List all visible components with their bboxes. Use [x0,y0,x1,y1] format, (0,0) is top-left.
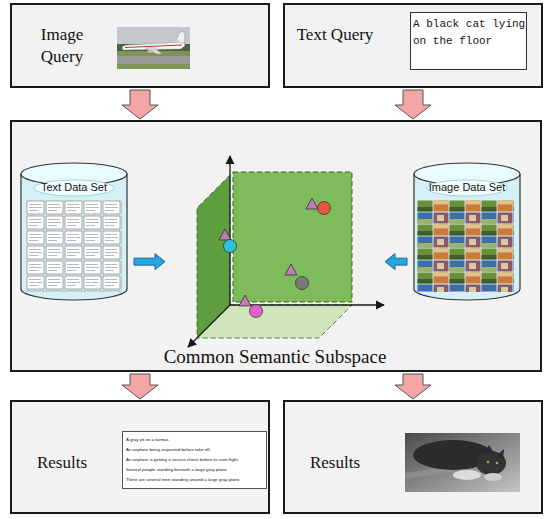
image-point [250,305,263,318]
back-plane [233,172,352,302]
node-label: Results [22,452,102,474]
subspace-cube: Common Semantic Subspace [165,150,385,375]
cat-ears [485,445,504,459]
plane-engine [147,50,153,53]
text-point [219,229,231,240]
image-point [224,240,237,253]
image-point [296,277,309,290]
side-plane [197,175,230,338]
node-label: Results [295,452,375,474]
dataset-cylinder: Image Data Set [413,163,521,300]
subspace-illustration [188,156,384,347]
flow-arrow [385,254,407,270]
node-label: Image Query [22,24,102,68]
cat-paw [453,470,481,480]
node-label: There are several men standing around a … [126,477,265,483]
plane-wing [145,47,162,54]
flow-arrow [395,90,431,119]
text-point [239,295,251,306]
cylinder-body [414,174,520,300]
plane-engine [174,40,180,43]
axis-line [230,304,384,305]
node-label: A gray jet on a tarmac. [126,437,265,443]
cat-photo [405,433,520,492]
text-query-box: A black cat lying on the floor [410,12,527,70]
node-label: Text Query [295,24,375,46]
node-label: A black cat lying on the floor [413,16,526,50]
cat-head [476,451,506,475]
photo-floor [405,433,520,492]
results-box: Results [283,400,543,514]
cat-paw [484,473,502,481]
text-documents [26,200,122,292]
plane-tail [175,32,185,44]
image-point [318,202,331,215]
image-collection [417,200,514,292]
flow-arrow [395,374,431,399]
axis-line [188,305,230,347]
plane-fuselage [122,43,185,51]
node-label: Text Data Set [20,181,128,194]
query-box: Image Query [10,3,270,88]
plane-stripe [125,45,182,48]
node-label: Several people standing beneath a large … [126,467,265,473]
subspace-panel: Text Data SetCommon Semantic SubspaceIma… [10,120,542,372]
results-box: Results A gray jet on a tarmac. An airplan… [10,400,270,514]
cat-eye [496,462,499,465]
query-box: Text Query A black cat lying on the floor [283,3,543,88]
cat-eye [487,461,490,464]
photo-tarmac [117,56,190,64]
photo-grass [117,51,190,69]
flow-arrow [134,254,165,270]
photo-trees [117,44,190,51]
cat-body [413,440,493,470]
airplane-photo [117,27,190,69]
floor-plane [197,305,352,338]
node-label: An airplane is getting a service check b… [126,457,265,463]
flow-arrow [122,374,158,399]
flow-arrow [122,90,158,119]
text-point [306,198,318,209]
text-results: A gray jet on a tarmac. An airplane being… [122,431,267,489]
dataset-cylinder: Text Data Set [20,163,128,300]
cylinder-body [21,174,127,300]
node-label: Image Data Set [413,181,521,194]
floor-stripe [405,455,520,479]
photo-sky [117,27,190,69]
axis-line [229,156,230,305]
text-point [285,264,297,275]
node-label: Common Semantic Subspace [125,346,425,368]
node-label: An airplane being inspected before take … [126,447,265,453]
